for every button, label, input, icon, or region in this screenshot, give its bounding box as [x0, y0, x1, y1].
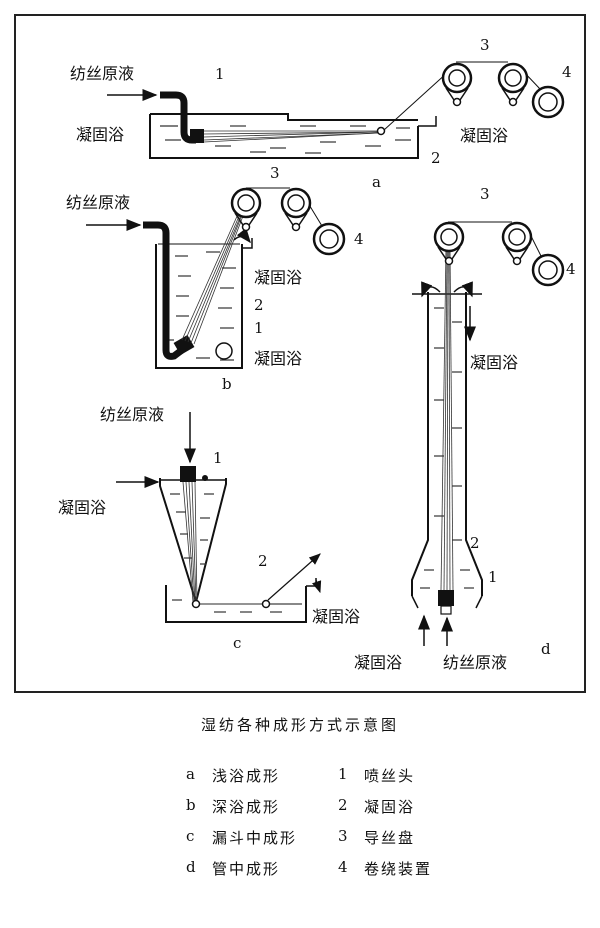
coagulation-bath-label-a-right: 凝固浴 — [460, 126, 508, 145]
legend-code: a — [186, 765, 195, 783]
coagulation-bath-label-c-left: 凝固浴 — [58, 498, 106, 517]
label-d-2: 2 — [470, 534, 480, 552]
label-d-3: 3 — [480, 185, 490, 203]
shallow-bath-trough — [149, 113, 419, 159]
label-c-2: 2 — [258, 552, 268, 570]
spinning-solution-label-b: 纺丝原液 — [66, 193, 130, 212]
legend-code: c — [186, 827, 195, 845]
feed-pipe-b — [143, 221, 185, 360]
panel-a: 纺丝原液 凝固浴 凝固浴 1 2 3 4 a — [70, 36, 572, 191]
panel-d: 凝固浴 凝固浴 纺丝原液 1 2 3 4 d — [354, 185, 576, 672]
label-a-2: 2 — [431, 149, 441, 167]
legend-code: 1 — [338, 765, 348, 783]
label-a-4: 4 — [562, 63, 572, 81]
coagulation-bath-label-b-bottom: 凝固浴 — [254, 349, 302, 368]
legend-row: d 管中成形 4 卷绕装置 — [186, 853, 486, 884]
figure-frame — [14, 14, 586, 693]
panel-c: 纺丝原液 凝固浴 凝固浴 1 2 c — [58, 405, 360, 652]
spinning-solution-label-c: 纺丝原液 — [100, 405, 164, 424]
label-b-3: 3 — [270, 164, 280, 182]
label-a-3: 3 — [480, 36, 490, 54]
legend-text: 凝固浴 — [364, 798, 416, 816]
legend-row: b 深浴成形 2 凝固浴 — [186, 791, 486, 822]
funnel-bath-trough — [165, 585, 307, 623]
spinneret-a — [190, 129, 204, 143]
legend: a 浅浴成形 1 喷丝头 b 深浴成形 2 凝固浴 c 漏斗中成形 3 导丝盘 d 管中成形 … — [186, 760, 486, 884]
spinneret-c — [180, 466, 196, 482]
legend-text: 导丝盘 — [364, 829, 416, 847]
legend-text: 卷绕装置 — [364, 860, 433, 878]
panel-letter-c: c — [233, 634, 241, 652]
label-b-2: 2 — [254, 296, 264, 314]
label-a-1: 1 — [215, 65, 225, 83]
coagulation-bath-label-a-left: 凝固浴 — [76, 125, 124, 144]
spinning-solution-label-d: 纺丝原液 — [443, 653, 507, 672]
figure-caption: 湿纺各种成形方式示意图 — [200, 716, 399, 734]
label-c-1: 1 — [213, 449, 223, 467]
coagulation-bath-label-b-top: 凝固浴 — [254, 268, 302, 287]
legend-text: 漏斗中成形 — [212, 829, 298, 847]
legend-code: 2 — [338, 796, 348, 814]
coagulation-bath-label-d-top: 凝固浴 — [470, 353, 518, 372]
spinneret-d — [438, 590, 454, 606]
feed-pipe-a — [160, 91, 196, 144]
panel-letter-d: d — [541, 640, 551, 658]
legend-text: 喷丝头 — [364, 767, 416, 785]
legend-code: 4 — [338, 858, 348, 876]
legend-code: d — [186, 858, 196, 876]
coagulation-bath-label-d-bottom: 凝固浴 — [354, 653, 402, 672]
legend-row: c 漏斗中成形 3 导丝盘 — [186, 822, 486, 853]
legend-text: 管中成形 — [212, 860, 281, 878]
coagulation-bath-label-c-right: 凝固浴 — [312, 607, 360, 626]
deep-bath-tank — [155, 244, 243, 369]
label-b-1: 1 — [254, 319, 264, 337]
legend-row: a 浅浴成形 1 喷丝头 — [186, 760, 486, 791]
label-d-1: 1 — [488, 568, 498, 586]
label-d-4: 4 — [566, 260, 576, 278]
legend-code: 3 — [338, 827, 348, 845]
legend-text: 深浴成形 — [212, 798, 281, 816]
spinning-tube — [411, 292, 483, 596]
wet-spinning-diagram: 纺丝原液 凝固浴 凝固浴 1 2 3 4 a — [14, 14, 586, 693]
panel-letter-b: b — [222, 375, 232, 393]
legend-text: 浅浴成形 — [212, 767, 281, 785]
spinning-solution-label-a: 纺丝原液 — [70, 64, 134, 83]
panel-b: 纺丝原液 凝固浴 凝固浴 1 2 3 4 b — [66, 164, 364, 393]
label-b-4: 4 — [354, 230, 364, 248]
panel-letter-a: a — [372, 173, 381, 191]
legend-code: b — [186, 796, 196, 814]
